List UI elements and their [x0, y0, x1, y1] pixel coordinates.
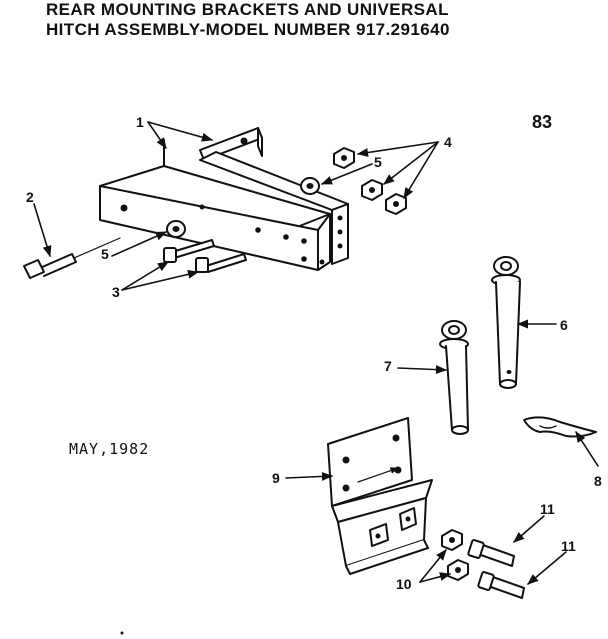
callout-9: 9 — [272, 470, 280, 486]
universal-hitch-bracket-9 — [327, 417, 433, 575]
bracket-back-plate-side — [257, 127, 263, 157]
hitch-hardware — [441, 529, 525, 599]
bolt-2-head — [23, 259, 45, 279]
callout-1: 1 — [136, 114, 144, 130]
callout-11-bottom: 11 — [561, 538, 576, 554]
hitch-pin-7 — [439, 320, 469, 435]
hitch-back-plate — [327, 417, 413, 507]
bracket-front-angle-face — [99, 185, 319, 271]
bolt-11-upper — [477, 543, 515, 567]
date-stamp: MAY,1982 — [69, 440, 150, 458]
bracket-hardware — [23, 147, 407, 279]
hair-pin-cotter-8 — [523, 416, 597, 438]
nut-4-lower — [385, 193, 407, 215]
callout-5-right: 5 — [374, 154, 382, 170]
diagram-title-line-1: REAR MOUNTING BRACKETS AND UNIVERSAL — [46, 0, 449, 19]
hitch-top-flange — [331, 479, 433, 523]
bolt-2-shank — [39, 253, 77, 277]
bracket-front-angle-end — [317, 213, 331, 271]
callout-6: 6 — [560, 317, 568, 333]
bracket-back-plate — [199, 127, 263, 161]
bracket-back-plate-hole — [240, 137, 248, 145]
bolt-11-lower — [487, 575, 525, 599]
hitch-front-box — [337, 497, 427, 567]
callout-10: 10 — [396, 576, 412, 592]
callout-7: 7 — [384, 358, 392, 374]
bolt-3-upper — [171, 239, 215, 259]
nut-10-lower — [447, 559, 469, 581]
mounting-bracket-assembly — [99, 127, 349, 271]
bolt-3-lower — [205, 253, 247, 273]
bracket-front-angle-top — [99, 165, 331, 241]
bracket-channel-side — [331, 203, 349, 265]
nut-10-upper — [441, 529, 463, 551]
nut-4-top — [333, 147, 355, 169]
callout-3: 3 — [112, 284, 120, 300]
callout-8: 8 — [594, 473, 602, 489]
diagram-title-line-2: HITCH ASSEMBLY-MODEL NUMBER 917.291640 — [46, 20, 450, 39]
callout-11-top: 11 — [540, 501, 555, 517]
page-number: 83 — [532, 112, 553, 132]
leader-lines — [33, 121, 599, 585]
callout-5-left: 5 — [101, 246, 109, 262]
nut-4-middle — [361, 179, 383, 201]
callout-4: 4 — [444, 134, 452, 150]
scan-speck — [120, 631, 124, 635]
bracket-channel-top — [199, 151, 349, 211]
callout-2: 2 — [26, 189, 34, 205]
hitch-pin-6 — [491, 256, 521, 389]
washer-5-left — [166, 220, 186, 238]
washer-5-right — [300, 177, 320, 195]
